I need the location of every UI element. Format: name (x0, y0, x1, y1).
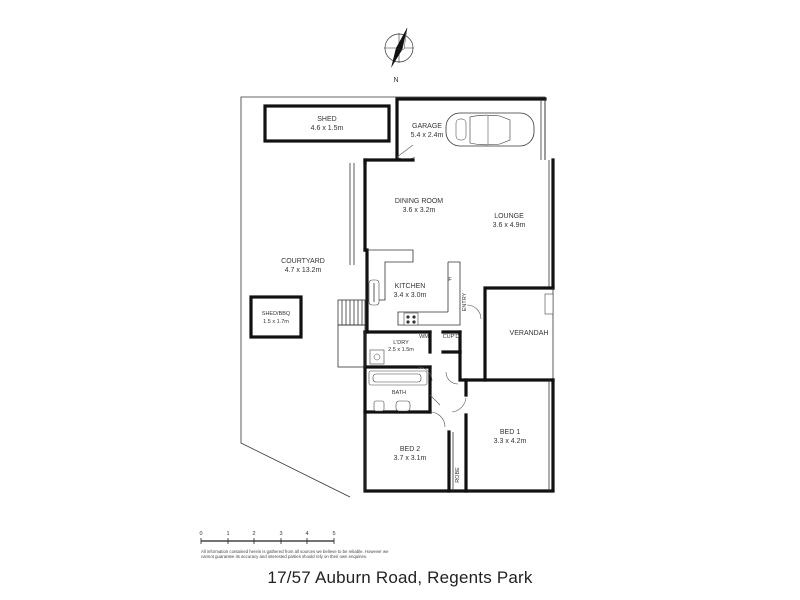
garage-name: GARAGE (412, 123, 442, 130)
toilet-icon (373, 400, 385, 412)
shed-bbq-size: 1.5 x 1.7m (263, 319, 289, 325)
kitchen-size: 3.4 x 3.0m (394, 292, 427, 299)
scale-bar (200, 538, 335, 544)
shed-bbq-room (249, 295, 303, 339)
lounge-name: LOUNGE (494, 213, 524, 220)
scale-tick-label: 2 (252, 531, 255, 537)
property-address: 17/57 Auburn Road, Regents Park (267, 568, 533, 587)
laundry-name: L'DRY (393, 340, 409, 346)
fridge-label: F (448, 277, 452, 283)
lounge-size: 3.6 x 4.9m (493, 222, 526, 229)
compass-north-arrow-icon (384, 27, 414, 68)
door-swings (417, 300, 482, 428)
scale-tick-label: 4 (305, 531, 308, 537)
scale-tick-label: 3 (279, 531, 282, 537)
shed-name: SHED (317, 116, 336, 123)
courtyard-size: 4.7 x 13.2m (285, 267, 322, 274)
disclaimer-text: All information contained herein is gath… (201, 549, 389, 560)
entry-label: ENTRY (462, 292, 468, 311)
dining-size: 3.6 x 3.2m (403, 207, 436, 214)
car-icon (445, 112, 535, 147)
garage-room (395, 97, 547, 160)
robe-label: ROBE (455, 467, 461, 483)
shed-bbq-name: SHED/BBQ (262, 311, 291, 317)
basin-icon (395, 400, 411, 412)
scale-tick-label: 0 (199, 531, 202, 537)
laundry-size: 2.5 x 1.5m (388, 347, 414, 353)
kitchen-benches (367, 249, 461, 326)
shed-size: 4.6 x 1.5m (311, 125, 344, 132)
verandah-name: VERANDAH (510, 330, 549, 337)
bed2-size: 3.7 x 3.1m (394, 455, 427, 462)
wm-label: WM (419, 334, 429, 340)
kitchen-name: KITCHEN (395, 283, 426, 290)
laundry-tub-icon (369, 349, 385, 365)
cupboard-label: CUP'D (443, 334, 460, 340)
compass-north-label: N (393, 77, 398, 84)
shed-room (263, 104, 391, 143)
cooktop-icon (403, 312, 419, 326)
bath-name: BATH (392, 390, 406, 396)
bed1-size: 3.3 x 4.2m (494, 438, 527, 445)
courtyard-name: COURTYARD (281, 258, 325, 265)
steps (337, 299, 366, 368)
scale-tick-label: 5 (332, 531, 335, 537)
scale-tick-label: 1 (226, 531, 229, 537)
bed2-name: BED 2 (400, 446, 420, 453)
garage-size: 5.4 x 2.4m (411, 132, 444, 139)
bed1-name: BED 1 (500, 429, 520, 436)
dining-name: DINING ROOM (395, 198, 443, 205)
